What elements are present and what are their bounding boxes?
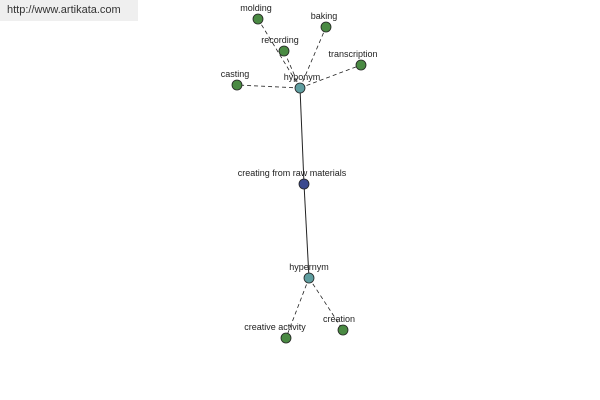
edges-layer <box>236 18 362 339</box>
node-creation[interactable]: creation <box>323 314 355 336</box>
node-label: transcription <box>328 49 377 59</box>
nodes-layer: creating from raw materials hyponym hypern… <box>221 3 378 344</box>
node-dot[interactable] <box>303 272 315 284</box>
node-dot[interactable] <box>355 59 367 71</box>
edge-hypernym-creation <box>308 277 344 331</box>
node-label: creating from raw materials <box>238 168 347 178</box>
edge-hyponym-recording <box>283 50 301 89</box>
node-molding[interactable]: molding <box>240 3 272 25</box>
node-dot[interactable] <box>320 21 332 33</box>
node-creative-activity[interactable]: creative activity <box>244 322 306 344</box>
node-dot[interactable] <box>252 13 264 25</box>
node-label: creative activity <box>244 322 306 332</box>
node-transcription[interactable]: transcription <box>328 49 378 71</box>
node-label: hypernym <box>289 262 329 272</box>
node-hypernym[interactable]: hypernym <box>289 262 329 284</box>
node-label: casting <box>221 69 250 79</box>
edge-hyponym-casting <box>236 84 301 89</box>
node-label: creation <box>323 314 355 324</box>
node-label: recording <box>261 35 299 45</box>
node-casting[interactable]: casting <box>221 69 250 91</box>
node-dot[interactable] <box>278 45 290 57</box>
edge-center-hyponym <box>299 87 305 185</box>
node-hyponym[interactable]: hyponym <box>284 72 321 94</box>
node-dot[interactable] <box>298 178 310 190</box>
node-dot[interactable] <box>294 82 306 94</box>
edge-center-hypernym <box>303 183 310 279</box>
node-label: molding <box>240 3 272 13</box>
node-label: hyponym <box>284 72 321 82</box>
node-label: baking <box>311 11 338 21</box>
node-dot[interactable] <box>231 79 243 91</box>
node-baking[interactable]: baking <box>311 11 338 33</box>
edge-hypernym-creative_activity <box>285 277 310 339</box>
node-recording[interactable]: recording <box>261 35 299 57</box>
edge-hyponym-transcription <box>299 64 362 89</box>
node-dot[interactable] <box>280 332 292 344</box>
node-dot[interactable] <box>337 324 349 336</box>
watermark-url: http://www.artikata.com <box>0 0 138 21</box>
node-center[interactable]: creating from raw materials <box>238 168 347 190</box>
